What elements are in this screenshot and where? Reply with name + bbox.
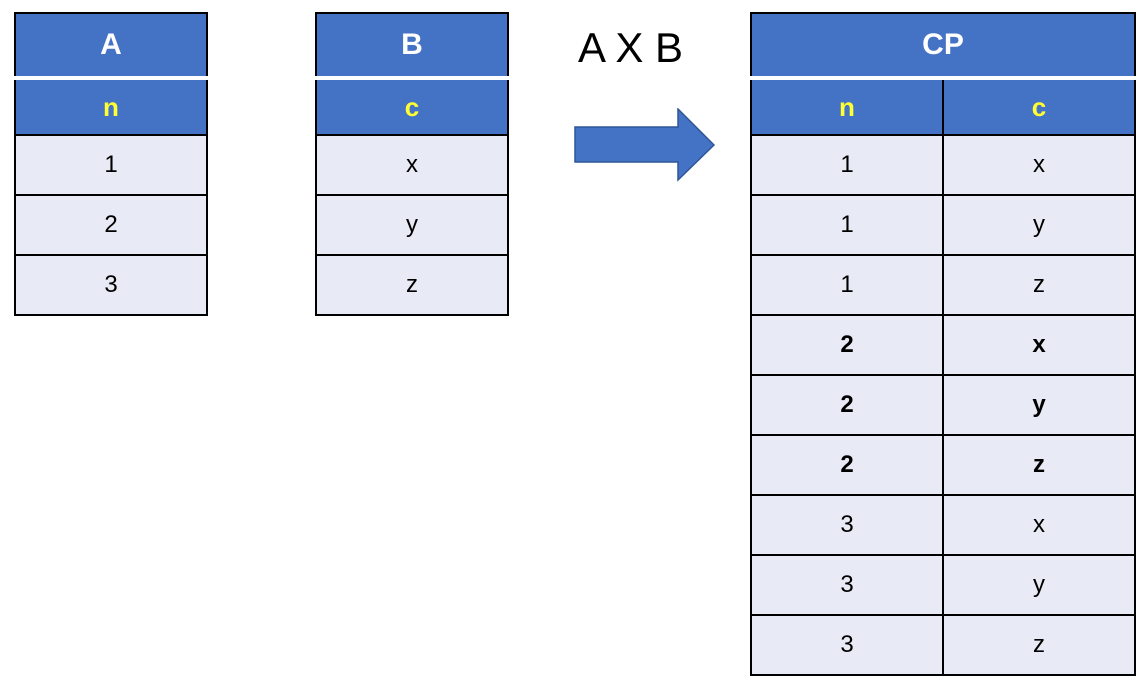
table-a-cell: 3	[15, 255, 207, 315]
table-cp-cell-c: z	[943, 435, 1135, 496]
table-b-title: B	[316, 13, 508, 80]
table-a-cell: 1	[15, 135, 207, 196]
table-cp-title: CP	[751, 13, 1135, 80]
table-cp-cell-n: 3	[751, 495, 944, 556]
table-cp-cell-c: x	[943, 315, 1135, 376]
table-cp-cell-n: 3	[751, 615, 944, 675]
table-b-cell: y	[316, 195, 508, 256]
table-cp-cell-c: z	[943, 615, 1135, 675]
table-cp-cell-n: 2	[751, 435, 944, 496]
table-cp-cell-n: 1	[751, 255, 944, 316]
table-a: A n 1 2 3	[14, 12, 208, 316]
table-cp-cell-c: y	[943, 195, 1135, 256]
right-arrow-icon	[574, 108, 716, 182]
operation-label: A X B	[578, 24, 684, 71]
table-b-cell: z	[316, 255, 508, 315]
table-a-cell: 2	[15, 195, 207, 256]
table-cp-cell-c: z	[943, 255, 1135, 316]
table-b: B c x y z	[315, 12, 509, 316]
table-b-body: B c x y z	[316, 13, 508, 315]
table-cp-cell-c: x	[943, 135, 1135, 196]
table-cp-cell-n: 1	[751, 135, 944, 196]
table-cp-cell-n: 3	[751, 555, 944, 616]
table-cp-cell-n: 1	[751, 195, 944, 256]
table-a-column-header: n	[15, 78, 207, 136]
table-cp-column-header-n: n	[751, 78, 944, 136]
table-b-column-header: c	[316, 78, 508, 136]
table-a-title: A	[15, 13, 207, 80]
table-cp-cell-c: y	[943, 555, 1135, 616]
table-a-body: A n 1 2 3	[15, 13, 207, 315]
table-cp-cell-c: y	[943, 375, 1135, 436]
table-b-cell: x	[316, 135, 508, 196]
table-cp-cell-n: 2	[751, 375, 944, 436]
table-cp-cell-n: 2	[751, 315, 944, 376]
table-cp-column-header-c: c	[943, 78, 1135, 136]
table-cp-cell-c: x	[943, 495, 1135, 556]
